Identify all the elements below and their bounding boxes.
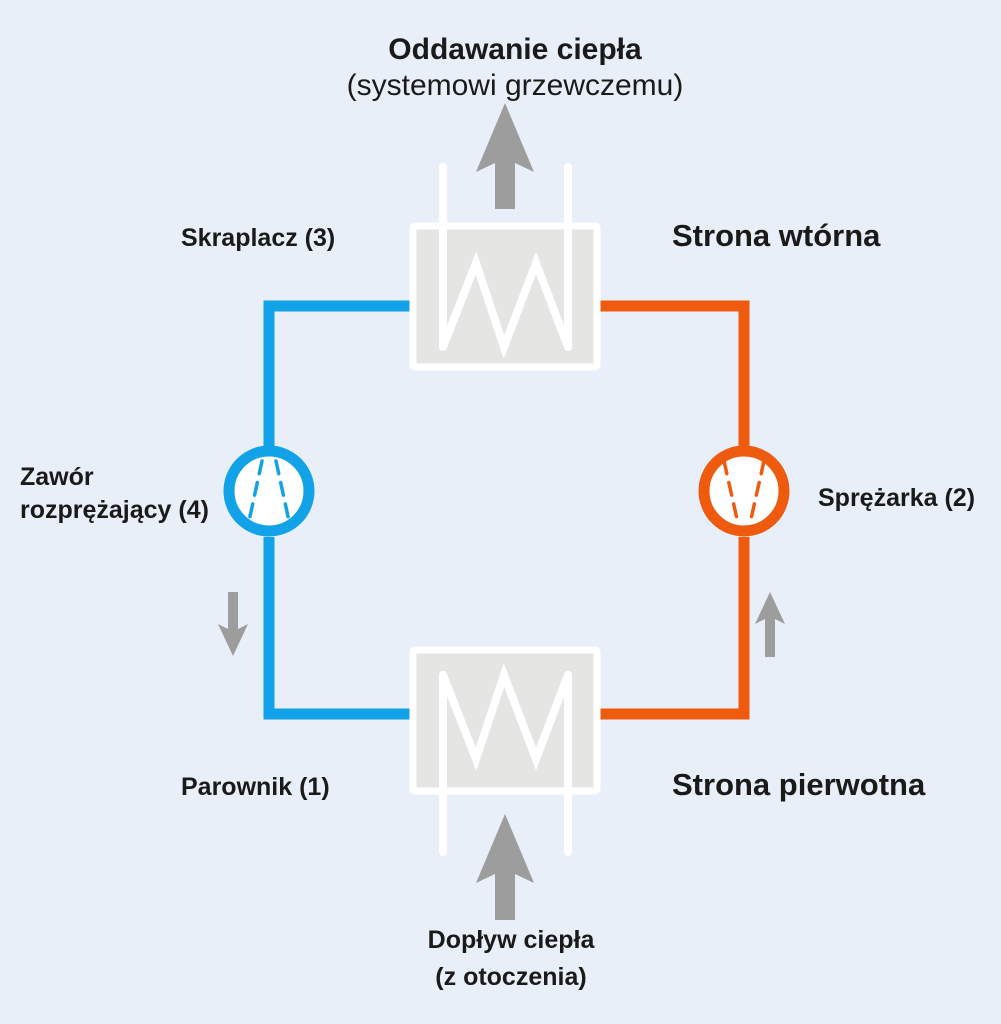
expansion-valve-throttle-lines <box>247 459 291 523</box>
compressor-symbol <box>698 445 790 537</box>
expansion-valve-label-line1: Zawór <box>20 463 94 491</box>
heat-output-caption: Oddawanie ciepła (systemowi grzewczemu) <box>215 32 815 104</box>
condenser-label: Skraplacz (3) <box>181 224 336 252</box>
secondary-side-label: Strona wtórna <box>672 218 881 253</box>
hot-flow-up-arrow-icon <box>755 592 785 657</box>
compressor-label: Sprężarka (2) <box>818 484 976 512</box>
heat-output-arrow-icon <box>476 103 534 209</box>
condenser-box <box>409 222 601 371</box>
heat-input-caption-line1: Dopływ ciepła <box>427 926 595 954</box>
expansion-valve-symbol <box>223 445 315 537</box>
condenser-pipes <box>439 163 572 351</box>
evaporator-box <box>409 646 601 795</box>
condenser-symbol <box>409 163 601 371</box>
evaporator-symbol <box>409 646 601 856</box>
cold-flow-down-arrow-icon <box>218 592 248 656</box>
evaporator-pipes <box>439 671 572 856</box>
heat-output-caption-line2: (systemowi grzewczemu) <box>346 69 684 102</box>
expansion-valve-label-line2: rozprężający (4) <box>20 496 209 524</box>
heat-input-caption: Dopływ ciepła (z otoczenia) <box>311 922 711 996</box>
hot-pipe <box>597 300 750 720</box>
expansion-valve-circle <box>223 445 315 537</box>
heat-output-caption-line1: Oddawanie ciepła <box>388 33 642 66</box>
expansion-valve-label: Zawór rozprężający (4) <box>20 461 209 527</box>
condenser-coil <box>439 251 572 359</box>
primary-side-label: Strona pierwotna <box>672 767 926 802</box>
evaporator-label: Parownik (1) <box>181 773 330 801</box>
heat-input-arrow-icon <box>476 814 534 920</box>
heat-input-caption-line2: (z otoczenia) <box>435 963 587 991</box>
evaporator-coil <box>439 663 572 771</box>
compressor-vanes-lines <box>722 459 766 521</box>
cold-pipe <box>263 300 413 720</box>
compressor-circle <box>698 445 790 537</box>
